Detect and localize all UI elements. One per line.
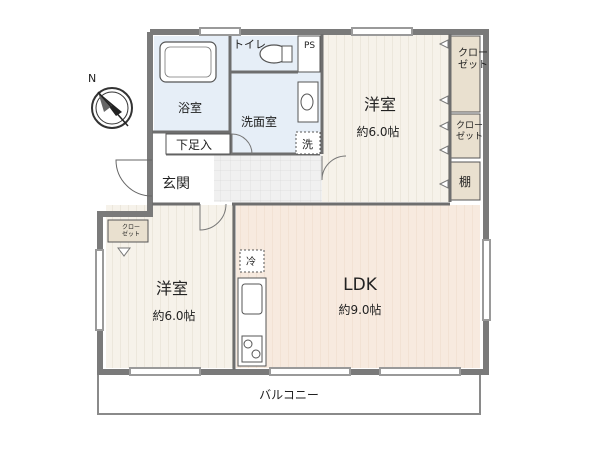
closet-mid-label: クローゼット	[456, 120, 483, 142]
shelf-label: 棚	[459, 174, 471, 189]
entrance-label: 玄関	[162, 175, 190, 192]
closet-mid	[449, 113, 481, 159]
western-room-north-floor	[322, 34, 450, 202]
ldk-name: LDK	[343, 275, 378, 295]
washer-box	[295, 131, 321, 155]
western-room-north-name: 洋室	[364, 95, 396, 114]
toilet-label: トイレ	[233, 38, 266, 51]
ps-box	[297, 35, 321, 73]
kitchen-sink	[241, 283, 263, 315]
shoe-storage-label: 下足入	[176, 138, 212, 152]
bath-label: 浴室	[178, 100, 202, 115]
bathtub	[159, 41, 217, 83]
entrance-floor	[154, 154, 214, 202]
fridge-label: 冷	[246, 255, 256, 268]
walls	[97, 29, 489, 375]
entrance-door	[115, 159, 153, 197]
washer-label: 洗	[302, 138, 313, 151]
ldk-floor	[236, 205, 480, 368]
closet-small-label: クローゼット	[122, 224, 140, 238]
balcony-area	[97, 371, 481, 415]
compass-north-label: N	[88, 72, 96, 85]
western-room-south-size: 約6.0帖	[152, 308, 195, 323]
shoe-storage	[165, 133, 231, 155]
stove	[241, 335, 263, 363]
washroom-label: 洗面室	[241, 114, 277, 129]
hallway-floor	[214, 154, 322, 202]
closet-triangles	[117, 39, 449, 257]
ps-label: PS	[304, 41, 315, 51]
closet-top-label: クローゼット	[458, 47, 488, 71]
closet-top	[449, 35, 481, 113]
western-room-north-size: 約6.0帖	[356, 124, 399, 139]
fridge-space	[239, 249, 265, 273]
balcony-label: バルコニー	[259, 388, 319, 402]
western-room-south-name: 洋室	[156, 279, 188, 298]
door-arcs	[199, 133, 347, 231]
closet-small	[107, 219, 149, 243]
shelf-box	[449, 161, 481, 201]
ldk-size: 約9.0帖	[338, 302, 381, 317]
compass-icon	[91, 87, 133, 129]
windows	[95, 27, 491, 376]
